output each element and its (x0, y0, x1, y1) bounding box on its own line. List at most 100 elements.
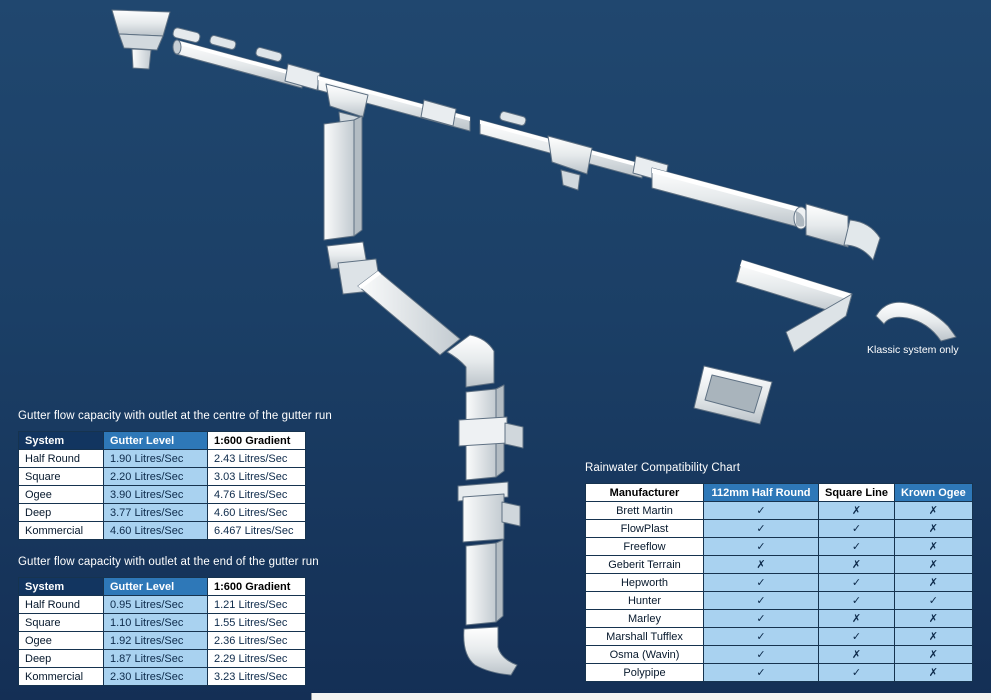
flow-centre-table: System Gutter Level 1:600 Gradient Half … (18, 431, 306, 540)
flow-end-table: System Gutter Level 1:600 Gradient Half … (18, 577, 306, 686)
system-cell: Ogee (18, 485, 104, 504)
gradient-cell: 1.21 Litres/Sec (207, 595, 306, 614)
krown-ogee-mark: ✗ (893, 627, 973, 646)
square-line-mark: ✓ (818, 663, 895, 682)
table-row: Kommercial 4.60 Litres/Sec 6.467 Litres/… (18, 521, 306, 540)
table-row: Ogee 3.90 Litres/Sec 4.76 Litres/Sec (18, 485, 306, 504)
table-row: Ogee 1.92 Litres/Sec 2.36 Litres/Sec (18, 631, 306, 650)
table-row: Square 2.20 Litres/Sec 3.03 Litres/Sec (18, 467, 306, 486)
fascia-bracket-illustration (843, 219, 881, 261)
table-row: Polypipe ✓ ✓ ✗ (585, 663, 973, 682)
system-cell: Kommercial (18, 521, 104, 540)
table-row: Osma (Wavin) ✓ ✗ ✗ (585, 645, 973, 664)
square-line-mark: ✗ (818, 645, 895, 664)
gradient-cell: 6.467 Litres/Sec (207, 521, 306, 540)
gutter-level-cell: 1.92 Litres/Sec (103, 631, 208, 650)
column-header-square-line: Square Line (818, 483, 895, 502)
gradient-cell: 2.29 Litres/Sec (207, 649, 306, 668)
downpipe-illustration (465, 539, 504, 626)
klassic-bracket-illustration (875, 301, 957, 342)
system-cell: Kommercial (18, 667, 104, 686)
column-header-gradient: 1:600 Gradient (207, 577, 306, 596)
manufacturer-cell: Hepworth (585, 573, 704, 592)
manufacturer-cell: Brett Martin (585, 501, 704, 520)
krown-ogee-mark: ✗ (893, 501, 973, 520)
corner-hopper-illustration (693, 365, 773, 425)
gradient-cell: 4.60 Litres/Sec (207, 503, 306, 522)
half-round-mark: ✓ (703, 501, 819, 520)
gutter-union-illustration (420, 99, 457, 127)
half-round-mark: ✓ (703, 627, 819, 646)
krown-ogee-mark: ✗ (893, 609, 973, 628)
stop-end-outlet-illustration (547, 135, 593, 191)
table-header-row: Manufacturer 112mm Half Round Square Lin… (585, 483, 973, 502)
gutter-level-cell: 3.90 Litres/Sec (103, 485, 208, 504)
square-line-mark: ✗ (818, 555, 895, 574)
table-row: Half Round 1.90 Litres/Sec 2.43 Litres/S… (18, 449, 306, 468)
manufacturer-cell: Osma (Wavin) (585, 645, 704, 664)
table-row: Hunter ✓ ✓ ✓ (585, 591, 973, 610)
square-line-mark: ✓ (818, 591, 895, 610)
flow-centre-title: Gutter flow capacity with outlet at the … (18, 410, 332, 422)
manufacturer-cell: Geberit Terrain (585, 555, 704, 574)
manufacturer-cell: Marshall Tufflex (585, 627, 704, 646)
compatibility-table: Manufacturer 112mm Half Round Square Lin… (585, 483, 973, 682)
deep-gutter-length-illustration (651, 167, 809, 230)
half-round-mark: ✗ (703, 555, 819, 574)
gutter-length-illustration (172, 39, 303, 89)
square-line-mark: ✓ (818, 537, 895, 556)
table-row: Brett Martin ✓ ✗ ✗ (585, 501, 973, 520)
system-cell: Half Round (18, 449, 104, 468)
column-header-system: System (18, 431, 104, 450)
gutter-bracket-icon (172, 27, 201, 43)
table-row: Square 1.10 Litres/Sec 1.55 Litres/Sec (18, 613, 306, 632)
stop-end-illustration (805, 203, 849, 248)
gutter-clip-icon (209, 35, 283, 62)
manufacturer-cell: Freeflow (585, 537, 704, 556)
square-line-mark: ✗ (818, 609, 895, 628)
table-row: Marley ✓ ✗ ✗ (585, 609, 973, 628)
half-round-mark: ✓ (703, 573, 819, 592)
krown-ogee-mark: ✗ (893, 663, 973, 682)
gutter-level-cell: 1.90 Litres/Sec (103, 449, 208, 468)
pipe-clip-illustration (458, 416, 524, 449)
hopper-head-illustration (111, 9, 171, 70)
system-cell: Deep (18, 503, 104, 522)
gradient-cell: 4.76 Litres/Sec (207, 485, 306, 504)
column-header-112mm-half-round: 112mm Half Round (703, 483, 819, 502)
gutter-angle-illustration (735, 259, 853, 353)
column-header-gutter-level: Gutter Level (103, 431, 208, 450)
table-row: FlowPlast ✓ ✓ ✗ (585, 519, 973, 538)
square-line-mark: ✓ (818, 573, 895, 592)
gutter-level-cell: 1.87 Litres/Sec (103, 649, 208, 668)
manufacturer-cell: Hunter (585, 591, 704, 610)
system-cell: Square (18, 613, 104, 632)
krown-ogee-mark: ✗ (893, 645, 973, 664)
gutter-level-cell: 4.60 Litres/Sec (103, 521, 208, 540)
krown-ogee-mark: ✗ (893, 555, 973, 574)
square-line-mark: ✓ (818, 519, 895, 538)
half-round-mark: ✓ (703, 663, 819, 682)
half-round-mark: ✓ (703, 609, 819, 628)
manufacturer-cell: Marley (585, 609, 704, 628)
gradient-cell: 3.03 Litres/Sec (207, 467, 306, 486)
column-header-gradient: 1:600 Gradient (207, 431, 306, 450)
table-row: Marshall Tufflex ✓ ✓ ✗ (585, 627, 973, 646)
downpipe-illustration (323, 115, 363, 241)
gutter-level-cell: 2.20 Litres/Sec (103, 467, 208, 486)
gutter-level-cell: 3.77 Litres/Sec (103, 503, 208, 522)
column-header-krown-ogee: Krown Ogee (893, 483, 973, 502)
system-cell: Ogee (18, 631, 104, 650)
gradient-cell: 2.43 Litres/Sec (207, 449, 306, 468)
flow-capacity-end-section: Gutter flow capacity with outlet at the … (18, 556, 319, 686)
table-row: Half Round 0.95 Litres/Sec 1.21 Litres/S… (18, 595, 306, 614)
table-row: Freeflow ✓ ✓ ✗ (585, 537, 973, 556)
table-row: Kommercial 2.30 Litres/Sec 3.23 Litres/S… (18, 667, 306, 686)
krown-ogee-mark: ✓ (893, 591, 973, 610)
system-cell: Half Round (18, 595, 104, 614)
compatibility-chart-title: Rainwater Compatibility Chart (585, 462, 741, 474)
column-header-system: System (18, 577, 104, 596)
table-header-row: System Gutter Level 1:600 Gradient (18, 431, 306, 450)
half-round-mark: ✓ (703, 519, 819, 538)
